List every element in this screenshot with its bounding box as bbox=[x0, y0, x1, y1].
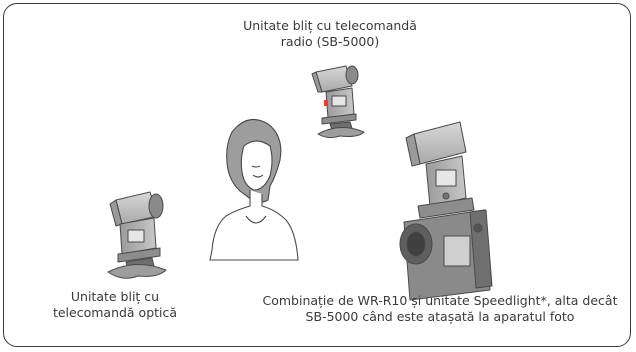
person-illustration bbox=[209, 118, 299, 261]
camera-with-speedlight bbox=[399, 121, 493, 301]
radio-flash-unit bbox=[311, 65, 365, 139]
caption-radio-flash-line1: Unitate bliț cu telecomandă bbox=[243, 18, 417, 33]
caption-camera-combo-line1: Combinație de WR-R10 și unitate Speedlig… bbox=[262, 293, 618, 308]
caption-camera-combo-line2: SB-5000 când este atașată la aparatul fo… bbox=[305, 309, 575, 324]
caption-optical-flash: Unitate bliț cu telecomandă optică bbox=[30, 289, 200, 321]
caption-optical-flash-line2: telecomandă optică bbox=[52, 305, 178, 320]
diagram-frame bbox=[3, 3, 631, 347]
caption-radio-flash-line2: radio (SB-5000) bbox=[280, 34, 380, 49]
caption-radio-flash: Unitate bliț cu telecomandă radio (SB-50… bbox=[220, 18, 440, 50]
caption-camera-combo: Combinație de WR-R10 și unitate Speedlig… bbox=[255, 293, 625, 325]
caption-optical-flash-line1: Unitate bliț cu bbox=[70, 289, 160, 304]
optical-flash-unit bbox=[107, 191, 167, 279]
